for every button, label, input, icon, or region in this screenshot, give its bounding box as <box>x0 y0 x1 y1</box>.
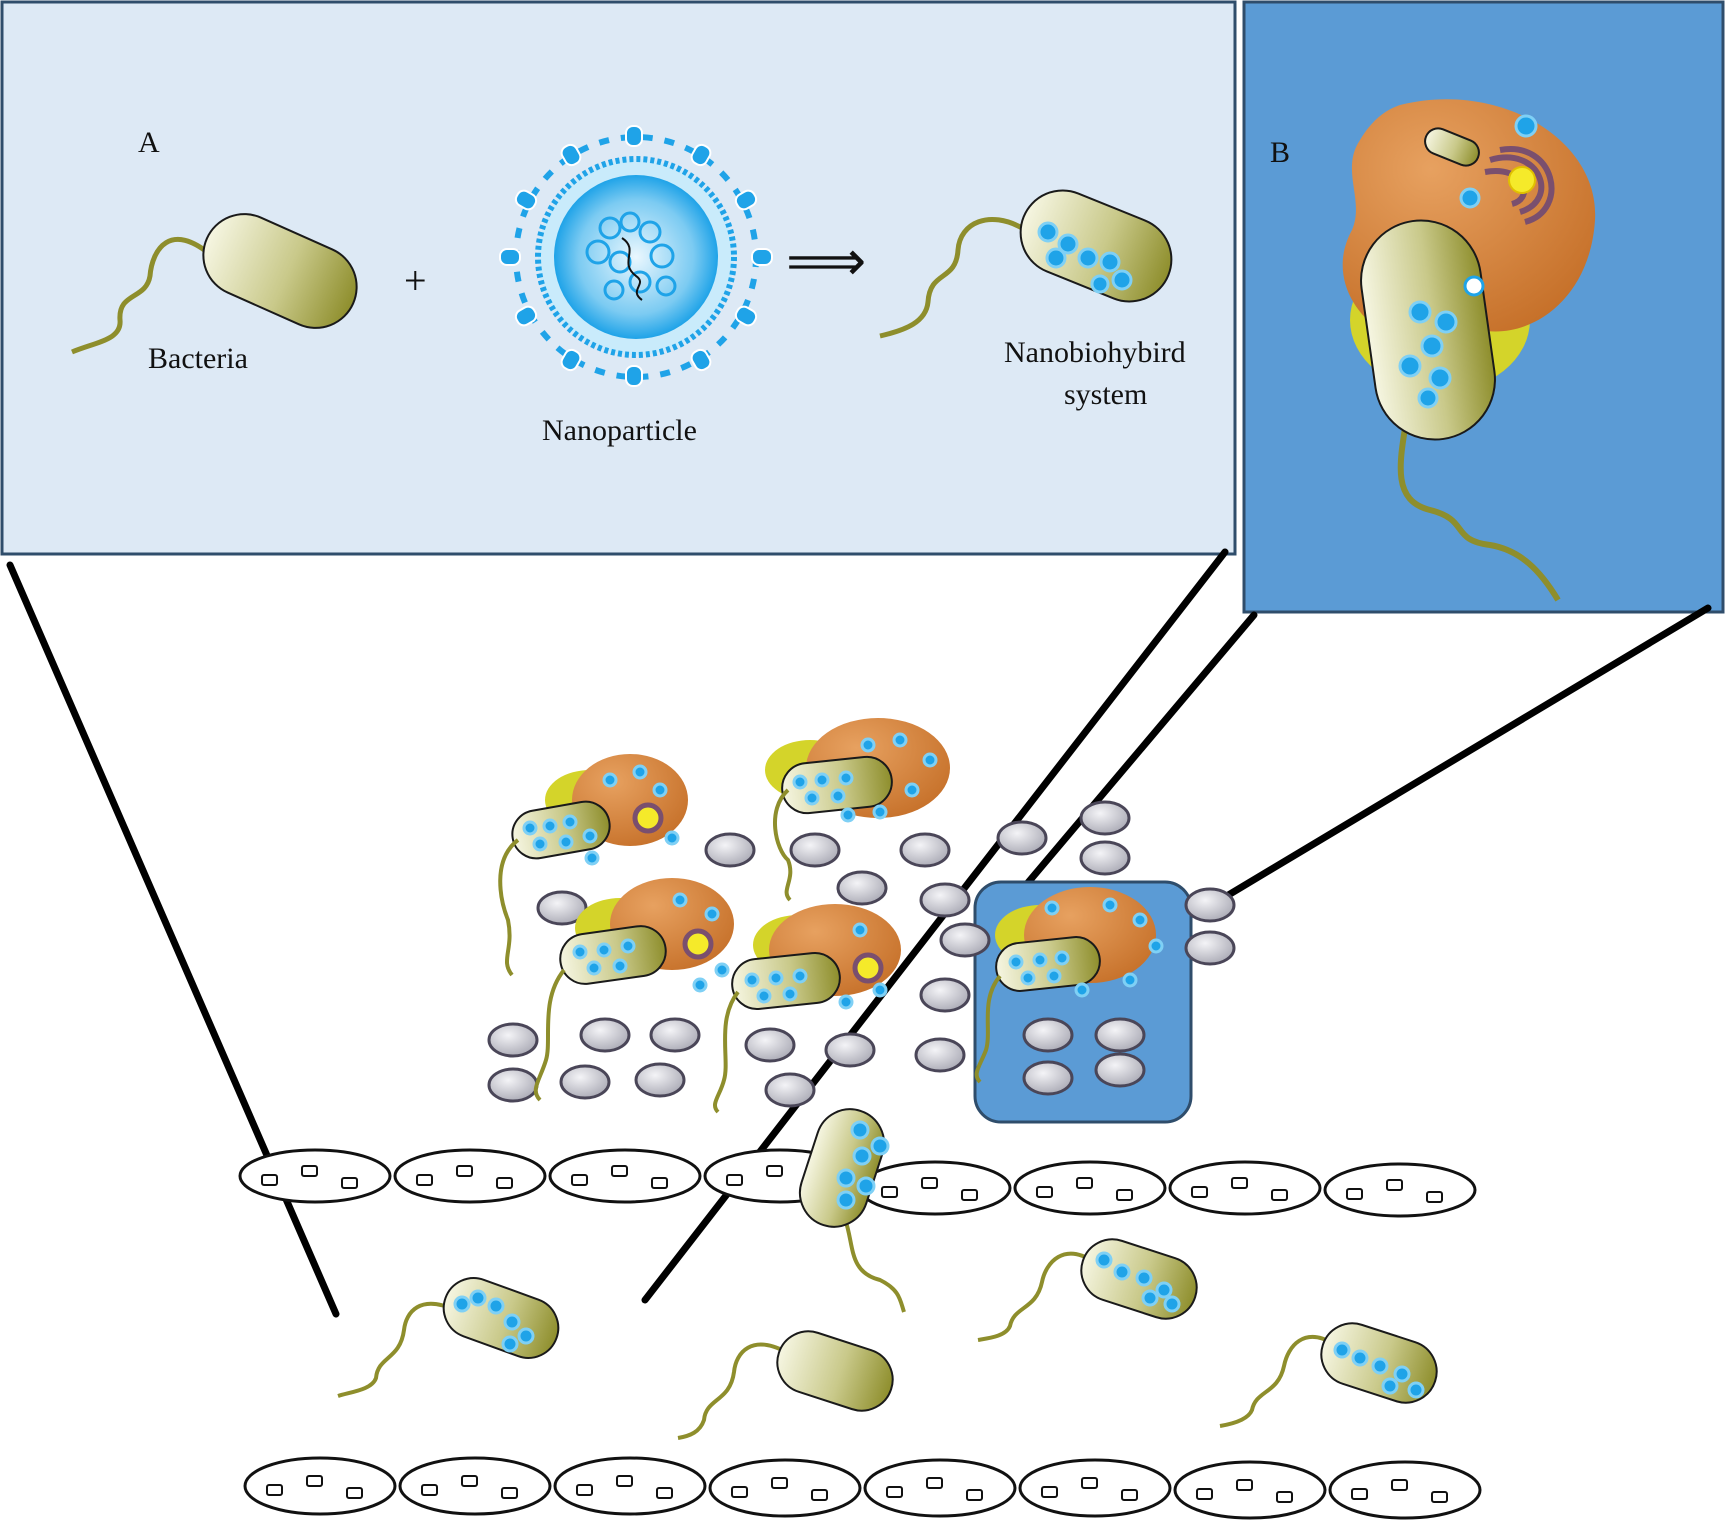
epithelium-organelles-lower <box>266 1475 1448 1503</box>
connector-b-right <box>1216 604 1712 904</box>
red-blood-cell <box>939 922 991 958</box>
red-blood-cell <box>919 977 971 1013</box>
red-blood-cell <box>919 882 971 918</box>
engulfed-particle <box>1514 114 1538 138</box>
nanoparticle-strand <box>621 237 643 301</box>
red-blood-cell <box>1079 800 1131 836</box>
plus-sign: + <box>404 258 427 303</box>
red-blood-cell <box>579 1017 631 1053</box>
bacterium-loaded <box>337 1277 560 1398</box>
flagellum <box>71 237 214 355</box>
nanoparticle-cargo <box>585 211 677 301</box>
red-blood-cell <box>559 1064 611 1100</box>
connector-b-left <box>1011 611 1258 902</box>
red-blood-cell <box>789 832 841 868</box>
engulfed-particle <box>1459 187 1481 209</box>
panel-a: A Bacteria + <box>0 0 1237 556</box>
hybrid-label-line2: system <box>1064 378 1147 411</box>
red-blood-cell <box>1184 930 1236 966</box>
red-blood-cell <box>649 1017 701 1053</box>
flagellum <box>879 217 1024 339</box>
red-blood-cell <box>996 820 1048 856</box>
red-blood-cell <box>634 1062 686 1098</box>
red-blood-cell <box>824 1032 876 1068</box>
red-blood-cell <box>1094 1017 1146 1053</box>
red-blood-cell <box>744 1027 796 1063</box>
vesicle <box>1463 275 1485 297</box>
nanoparticle-ligands <box>499 125 773 387</box>
red-blood-cell <box>1079 840 1131 876</box>
bacterium-hybrid <box>879 189 1173 339</box>
panel-a-letter: A <box>138 126 160 159</box>
red-blood-cell <box>536 890 588 926</box>
red-blood-cell <box>914 1037 966 1073</box>
free-bacteria <box>337 1238 1438 1440</box>
panel-b-letter: B <box>1270 136 1290 169</box>
macrophage-clusters <box>498 718 1156 1114</box>
red-blood-cell <box>487 1067 539 1103</box>
bacterium-body <box>202 213 358 329</box>
nanoparticle-core <box>554 175 718 339</box>
bacterium-plain <box>71 213 358 355</box>
loaded-nanoparticles <box>1037 221 1133 294</box>
cluster-nanoparticles <box>522 732 1164 1010</box>
nucleus <box>1508 166 1536 194</box>
bacterium-loaded <box>1219 1322 1438 1428</box>
red-blood-cell <box>704 832 756 868</box>
bacterium-body <box>1019 189 1173 303</box>
bacterium-translocating <box>798 1108 906 1313</box>
bacterium-loaded <box>977 1238 1198 1342</box>
nanoparticle <box>499 125 773 387</box>
small-bacterium <box>1424 127 1480 167</box>
nanoparticle-label: Nanoparticle <box>542 414 697 447</box>
red-blood-cell <box>1094 1052 1146 1088</box>
epithelium-row-lower <box>243 1456 1482 1520</box>
red-blood-cells <box>487 800 1236 1108</box>
macrophage-cluster <box>533 878 734 1102</box>
hybrid-label-line1: Nanobiohybird <box>1004 336 1186 369</box>
bacterium-plain <box>677 1330 894 1440</box>
flagellum <box>1397 409 1561 602</box>
red-blood-cell <box>1022 1060 1074 1096</box>
panel-b: B <box>1242 0 1725 614</box>
red-blood-cell <box>764 1072 816 1108</box>
macrophage-cluster <box>713 904 901 1114</box>
red-blood-cell <box>836 870 888 906</box>
bacterium-body <box>1360 219 1496 441</box>
red-blood-cell <box>899 832 951 868</box>
arrow: ⟹ <box>786 231 866 293</box>
red-blood-cell <box>487 1022 539 1058</box>
bacteria-label: Bacteria <box>148 342 248 375</box>
bacterium-large <box>1360 219 1561 602</box>
red-blood-cell <box>1022 1017 1074 1053</box>
red-blood-cell <box>1184 887 1236 923</box>
loaded-nanoparticles <box>1398 300 1458 409</box>
